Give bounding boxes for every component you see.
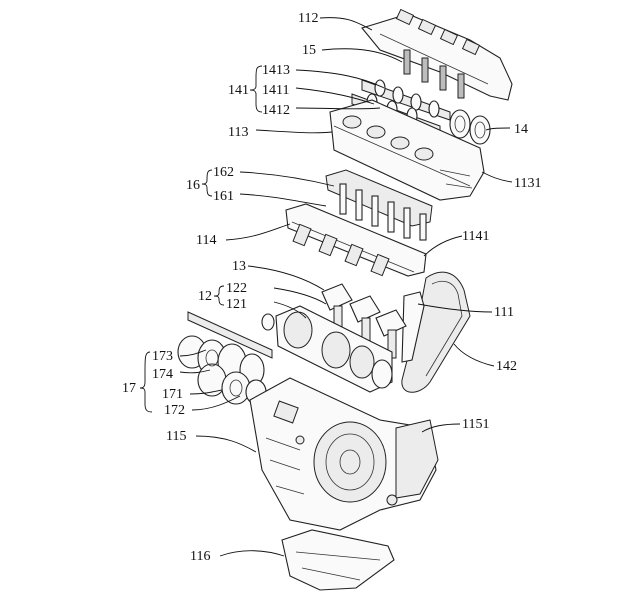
crankshaft-piston-part: [261, 283, 407, 393]
label-174: 174: [152, 367, 173, 382]
label-171: 171: [162, 387, 183, 402]
label-141: 141: [228, 83, 249, 98]
label-161: 161: [213, 189, 234, 204]
label-114: 114: [196, 233, 216, 248]
label-12: 12: [198, 289, 212, 304]
crankcase-part: [249, 377, 439, 531]
valve-cover-part: [361, 8, 513, 101]
label-122: 122: [226, 281, 247, 296]
label-162: 162: [213, 165, 234, 180]
valve-train-part: [325, 169, 433, 241]
label-142: 142: [496, 359, 517, 374]
label-113: 113: [228, 125, 248, 140]
label-173: 173: [152, 349, 173, 364]
label-13: 13: [232, 259, 246, 274]
label-1411: 1411: [262, 83, 289, 98]
label-1412: 1412: [262, 103, 290, 118]
cylinder-head-part: [329, 99, 485, 201]
label-116: 116: [190, 549, 210, 564]
label-115: 115: [166, 429, 186, 444]
leader-lines: [139, 17, 513, 557]
label-111: 111: [494, 305, 514, 320]
label-1131: 1131: [514, 176, 541, 191]
label-1141: 1141: [462, 229, 489, 244]
oil-pan-part: [281, 529, 395, 591]
chain-guide-part: [401, 291, 425, 363]
label-1151: 1151: [462, 417, 489, 432]
label-1413: 1413: [262, 63, 290, 78]
label-14: 14: [514, 122, 528, 137]
label-112: 112: [298, 11, 318, 26]
label-121: 121: [226, 297, 247, 312]
label-15: 15: [302, 43, 316, 58]
cylinder-block-part: [285, 203, 427, 277]
label-172: 172: [164, 403, 185, 418]
transmission-part: [177, 311, 273, 405]
cam-sprocket-part: [449, 109, 491, 145]
timing-chain-part: [401, 271, 471, 393]
label-17: 17: [122, 381, 136, 396]
label-16: 16: [186, 178, 200, 193]
